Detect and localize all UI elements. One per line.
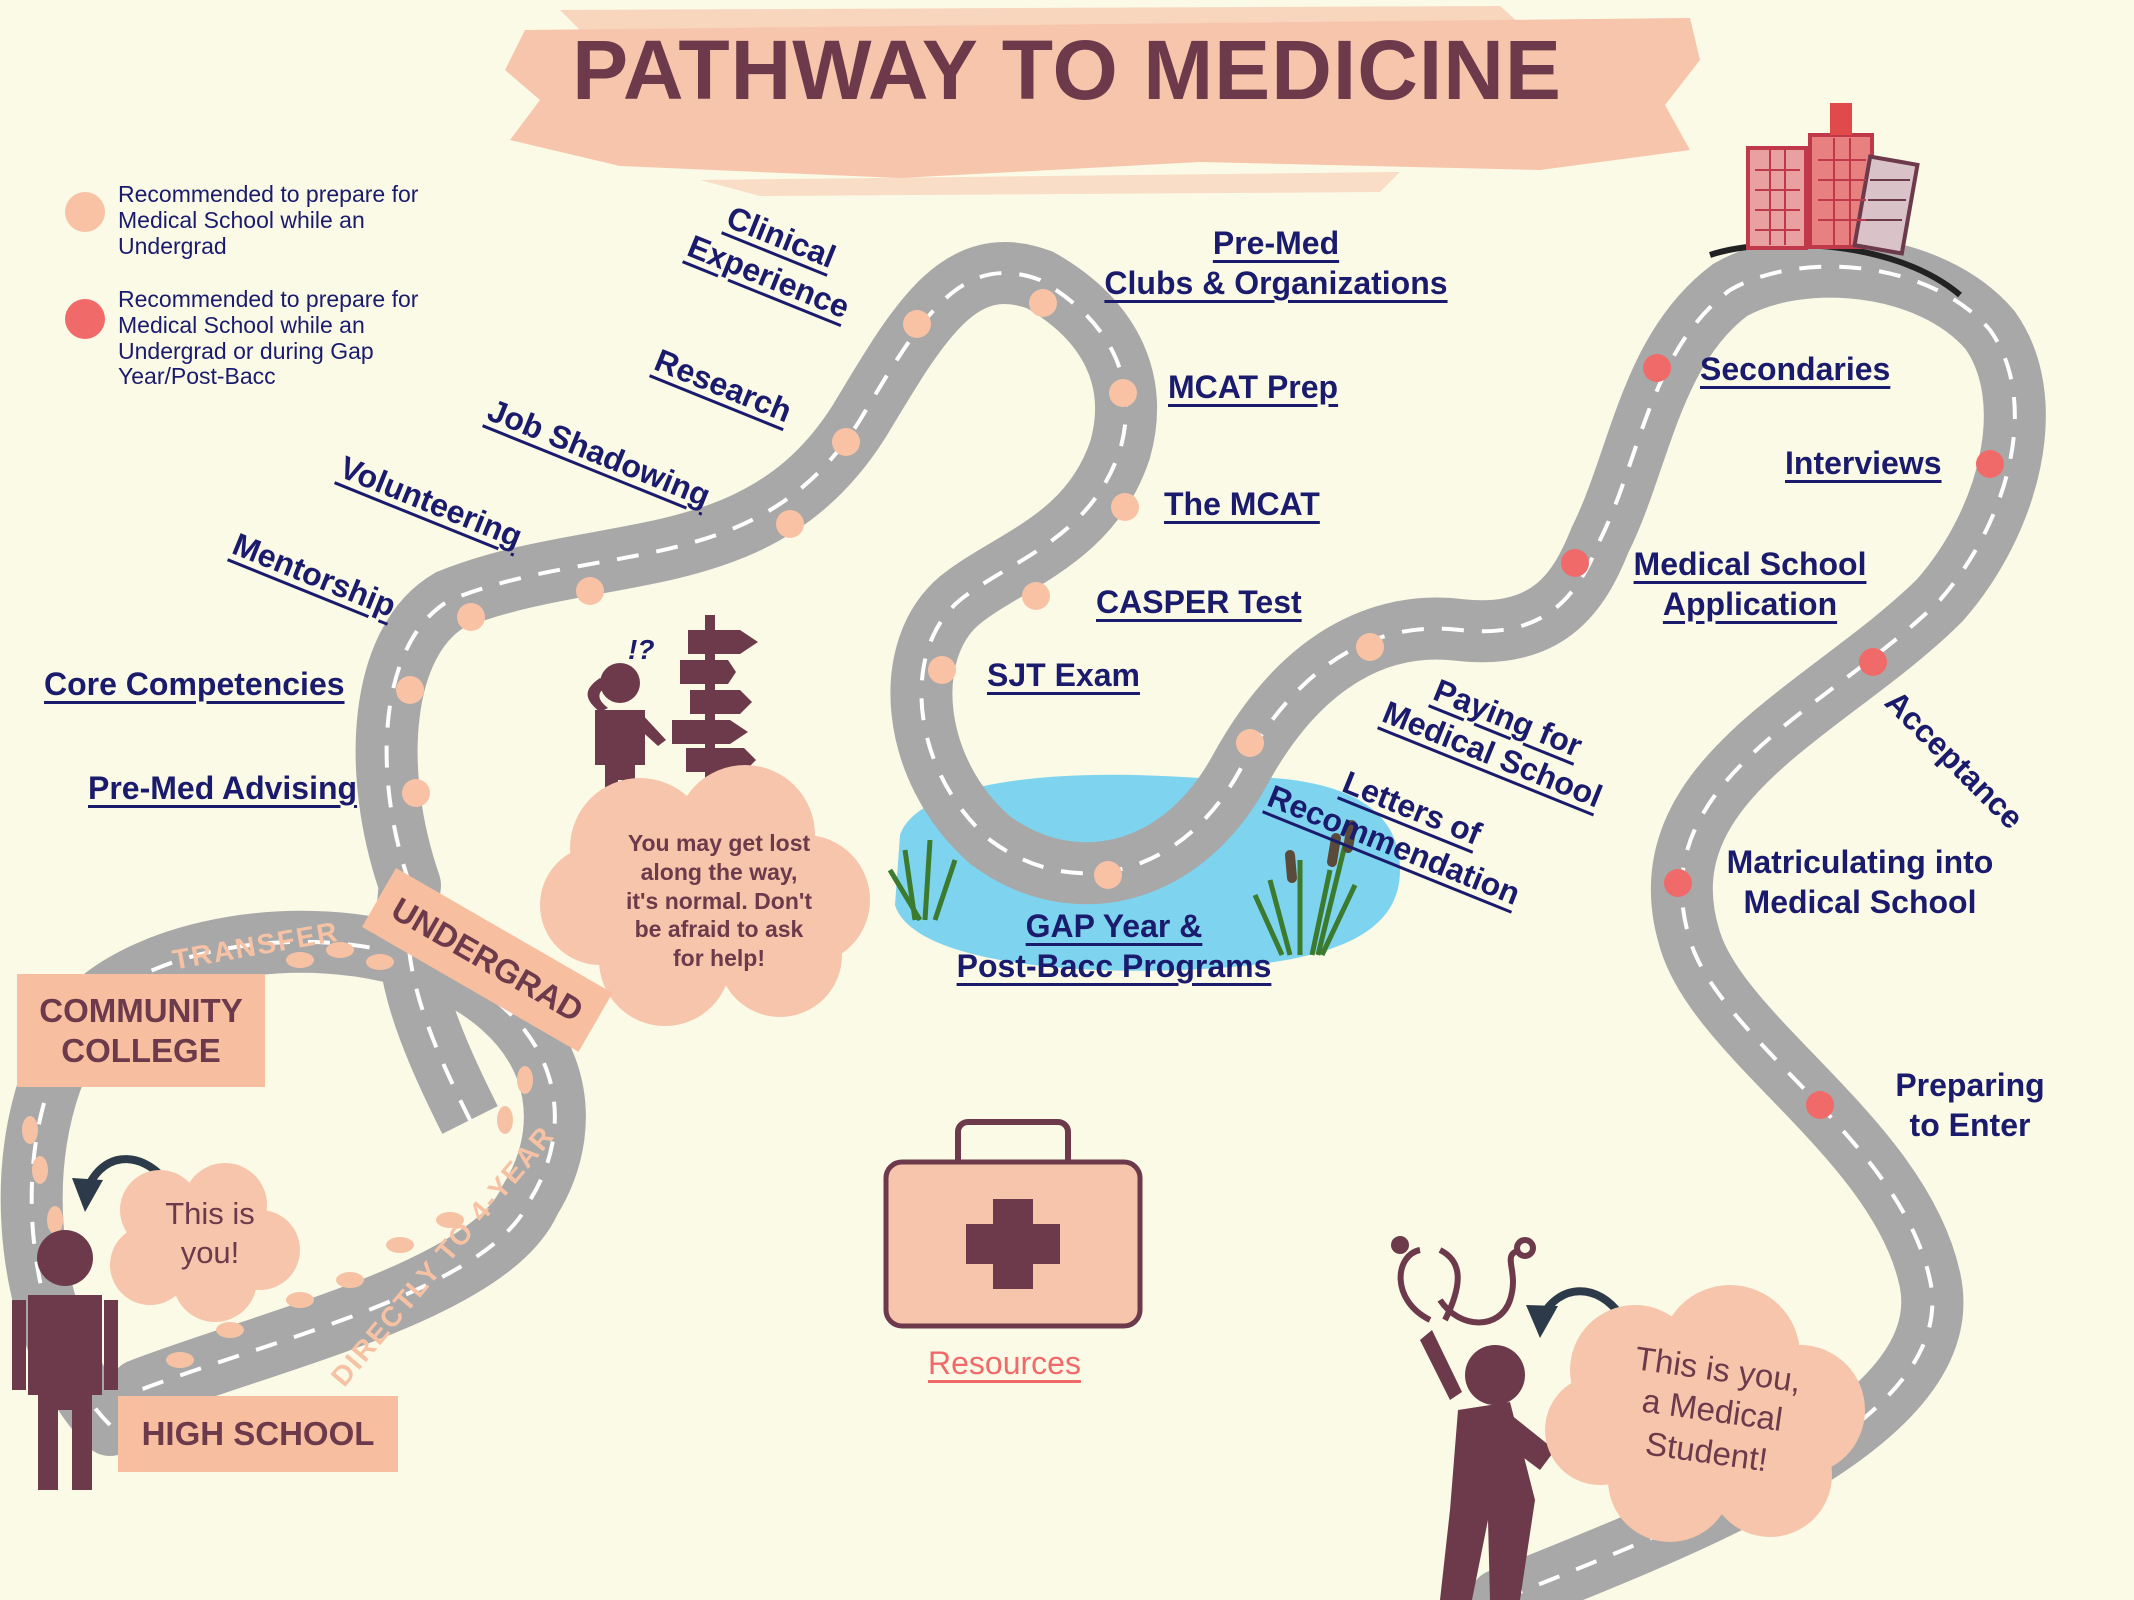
link-sjt-exam[interactable]: SJT Exam bbox=[987, 657, 1140, 693]
gap-year-milestone-dots bbox=[1561, 354, 2004, 1119]
lost-bubble bbox=[540, 765, 870, 1026]
footprints bbox=[22, 942, 533, 1368]
lost-bubble-text: You may get lost along the way, it's nor… bbox=[584, 829, 854, 973]
high-school-label: HIGH SCHOOL bbox=[141, 1415, 375, 1453]
link-core-competencies[interactable]: Core Competencies bbox=[44, 666, 345, 702]
you-bubble-line2: you! bbox=[180, 1234, 240, 1270]
link-pre-med-advising[interactable]: Pre-Med Advising bbox=[88, 770, 358, 806]
first-aid-kit-icon[interactable] bbox=[883, 1119, 1143, 1329]
link-mcat-prep[interactable]: MCAT Prep bbox=[1168, 369, 1339, 405]
medical-student-bubble bbox=[1545, 1285, 1865, 1542]
resources-link[interactable]: Resources bbox=[928, 1345, 1081, 1381]
lost-bubble-line1: You may get lost bbox=[627, 830, 811, 856]
legend-dot-undergrad bbox=[65, 192, 105, 232]
lost-bubble-line2: along the way, bbox=[640, 858, 798, 885]
link-interviews[interactable]: Interviews bbox=[1785, 445, 1942, 481]
lost-bubble-line3: it's normal. Don't bbox=[626, 887, 812, 914]
legend-text-gap-year: Recommended to prepare for Medical Schoo… bbox=[118, 286, 419, 390]
hospital-buildings-icon bbox=[1709, 103, 1962, 298]
community-college-line1: COMMUNITY bbox=[39, 991, 243, 1029]
student-person-icon bbox=[12, 1230, 118, 1490]
step-preparing-line2: to Enter bbox=[1909, 1107, 2031, 1143]
page-title: PATHWAY TO MEDICINE bbox=[572, 23, 1562, 117]
undergrad-milestone-dots bbox=[396, 289, 1384, 889]
step-matriculating-line2: Medical School bbox=[1743, 884, 1977, 920]
link-secondaries[interactable]: Secondaries bbox=[1700, 351, 1891, 387]
lost-bubble-line5: for help! bbox=[673, 945, 765, 971]
legend-text-undergrad: Recommended to prepare for Medical Schoo… bbox=[118, 181, 419, 259]
lost-mark: !? bbox=[628, 634, 655, 665]
link-medical-school-application-line1[interactable]: Medical School bbox=[1633, 546, 1867, 582]
step-matriculating-line1: Matriculating into bbox=[1726, 844, 1994, 880]
stethoscope-icon bbox=[1391, 1236, 1536, 1326]
link-the-mcat[interactable]: The MCAT bbox=[1164, 486, 1320, 522]
medical-student-icon bbox=[1420, 1330, 1555, 1600]
link-gap-year-line1[interactable]: GAP Year & bbox=[1025, 908, 1203, 944]
lost-bubble-line4: be afraid to ask bbox=[634, 916, 804, 943]
legend-dot-gap-year bbox=[65, 299, 105, 339]
link-gap-year-line2[interactable]: Post-Bacc Programs bbox=[956, 948, 1272, 984]
link-pre-med-clubs-line2[interactable]: Clubs & Organizations bbox=[1104, 265, 1448, 301]
you-bubble-line1: This is bbox=[165, 1196, 255, 1231]
step-preparing-line1: Preparing bbox=[1895, 1067, 2045, 1103]
high-school-box: HIGH SCHOOL bbox=[118, 1396, 398, 1472]
curved-arrow-icon bbox=[1526, 1287, 1624, 1338]
community-college-box: COMMUNITY COLLEGE bbox=[17, 974, 265, 1087]
you-bubble-text: This is you! bbox=[135, 1195, 285, 1273]
link-pre-med-clubs-line1[interactable]: Pre-Med bbox=[1212, 225, 1340, 261]
title-brush-stroke bbox=[505, 6, 1700, 196]
link-medical-school-application-line2[interactable]: Application bbox=[1662, 586, 1838, 622]
link-casper-test[interactable]: CASPER Test bbox=[1096, 584, 1302, 620]
you-bubble bbox=[110, 1163, 300, 1322]
community-college-line2: COLLEGE bbox=[61, 1031, 221, 1069]
